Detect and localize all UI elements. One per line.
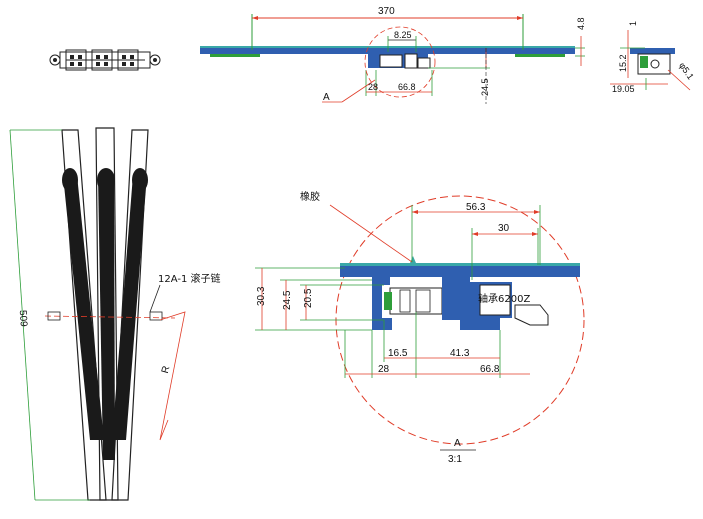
bearing-label: 轴承6200Z — [478, 292, 530, 305]
dim-28: 28 — [378, 364, 390, 375]
scale-name: A — [454, 438, 461, 449]
dim-30: 30 — [498, 223, 510, 234]
dim-20-5: 20.5 — [303, 288, 314, 308]
dim-24-5-top: 24.5 — [480, 78, 490, 96]
dim-8-25: 8.25 — [394, 30, 412, 40]
dim-30-3: 30.3 — [256, 286, 267, 306]
dim-24-5: 24.5 — [282, 290, 293, 310]
chain-label: 12A-1 滚子链 — [158, 272, 221, 285]
detail-a: 橡胶 轴承6200Z 56.3 30 30.3 24.5 20.5 — [255, 190, 585, 465]
chain-assembly: 509 12A-1 滚子链 R — [9, 127, 221, 501]
side-view: 1 15.2 19.05 φ5.1 — [610, 21, 696, 94]
dim-side-15-2: 15.2 — [618, 54, 628, 72]
dim-509: 509 — [17, 310, 29, 328]
dim-side-1: 1 — [628, 21, 638, 26]
dim-66-8-top: 66.8 — [398, 82, 416, 92]
dim-side-19-05: 19.05 — [612, 84, 635, 94]
detail-label-a: A — [323, 92, 330, 103]
front-view: 370 4.8 8.25 28 66.8 24.5 A — [200, 6, 586, 104]
chain-side-view — [49, 49, 161, 71]
dim-41-3: 41.3 — [450, 348, 470, 359]
rubber-label: 橡胶 — [300, 190, 320, 203]
dim-56-3: 56.3 — [466, 202, 486, 213]
dim-28-top: 28 — [368, 82, 378, 92]
dim-66-8: 66.8 — [480, 364, 500, 375]
dim-radius-r: R — [160, 365, 172, 375]
dim-4-8: 4.8 — [576, 17, 586, 30]
dim-side-phi: φ5.1 — [677, 61, 696, 82]
dim-370: 370 — [378, 6, 395, 17]
dim-16-5: 16.5 — [388, 348, 408, 359]
scale-ratio: 3:1 — [448, 454, 462, 465]
